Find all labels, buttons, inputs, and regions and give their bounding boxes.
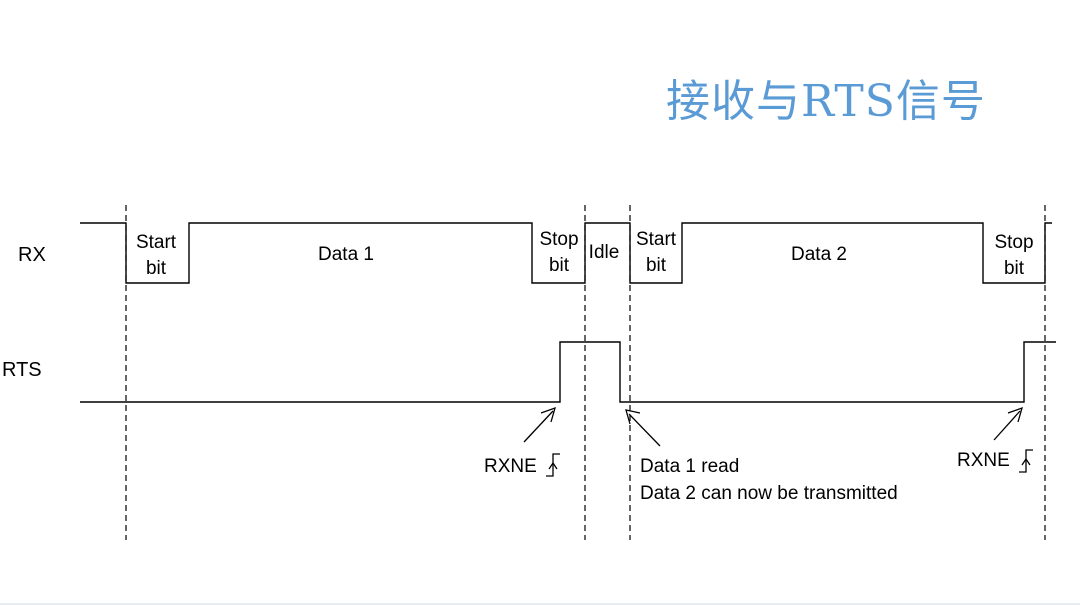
rxne-1-arrowhead (540, 406, 556, 423)
stop-bit-2-line2: bit (1004, 258, 1025, 279)
data2-transmit-label: Data 2 can now be transmitted (640, 483, 898, 504)
rxne-1-rising-edge-icon (546, 453, 560, 477)
rxne-2-rising-edge-icon (1019, 449, 1033, 473)
rxne-1-label: RXNE (484, 456, 537, 477)
start-bit-1-line1: Start (136, 232, 177, 253)
start-bit-2-line1: Start (636, 229, 677, 250)
stop-bit-2-line1: Stop (994, 232, 1033, 253)
slide-title: 接收与RTS信号 (666, 76, 986, 127)
data1-read-arrow (628, 413, 661, 447)
idle-label: Idle (589, 242, 620, 263)
rxne-1-arrow (523, 410, 554, 443)
start-bit-2-line2: bit (646, 255, 667, 276)
rx-label: RX (18, 244, 46, 266)
rxne-2-arrow (993, 410, 1021, 441)
data1-read-arrowhead (625, 409, 641, 425)
rts-waveform (80, 341, 1056, 403)
stop-bit-1-line1: Stop (539, 229, 578, 250)
bottom-divider (0, 603, 1080, 605)
rx-waveform (80, 222, 1052, 284)
start-bit-1-line2: bit (146, 258, 167, 279)
rxne-2-arrowhead (1007, 406, 1023, 423)
data1-read-label: Data 1 read (640, 456, 739, 477)
stop-bit-1-line2: bit (549, 255, 570, 276)
rts-label: RTS (2, 359, 42, 381)
data-2-label: Data 2 (791, 244, 847, 265)
rxne-2-label: RXNE (957, 450, 1010, 471)
data-1-label: Data 1 (318, 244, 374, 265)
